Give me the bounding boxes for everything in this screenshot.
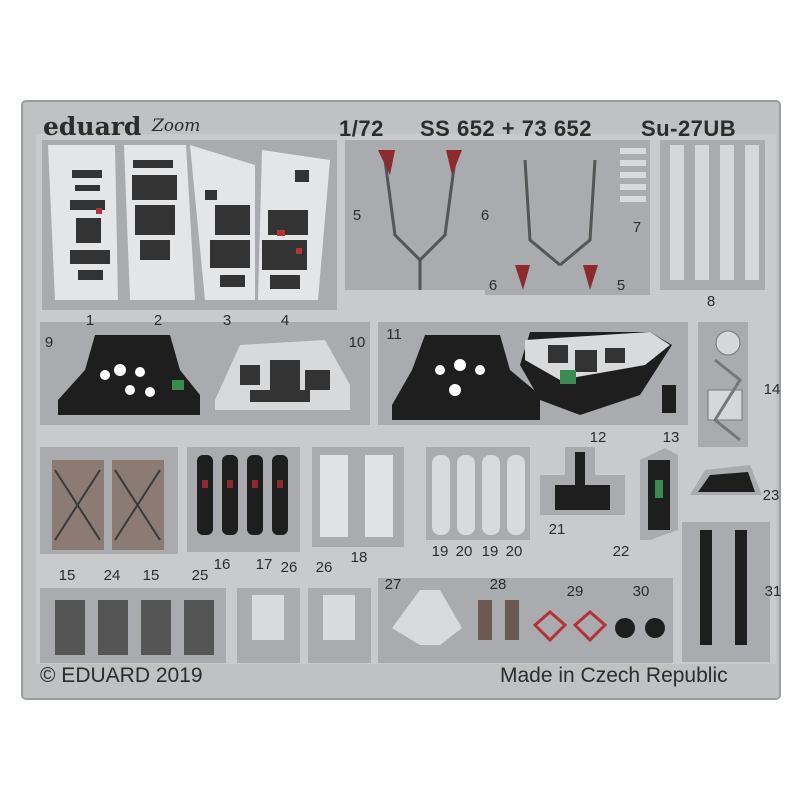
part-group-harness xyxy=(345,140,650,295)
part-number: 5 xyxy=(616,277,626,294)
part-31 xyxy=(682,522,770,662)
country-of-origin: Made in Czech Republic xyxy=(500,664,728,687)
eduard-logo: eduard xyxy=(43,112,142,141)
part-group-side-consoles xyxy=(42,140,337,310)
part-21 xyxy=(540,447,625,515)
part-group-bottom-belts xyxy=(40,588,226,663)
set-codes: SS 652 + 73 652 xyxy=(420,116,593,141)
part-number: 19 xyxy=(481,543,499,560)
part-number: 29 xyxy=(566,583,584,600)
part-11-panel xyxy=(392,335,540,420)
part-group-19-20 xyxy=(426,447,530,540)
part-number: 27 xyxy=(384,576,402,593)
part-group-7-8 xyxy=(615,140,765,290)
part-number: 7 xyxy=(632,219,642,236)
part-number: 15 xyxy=(58,567,76,584)
part-number: 3 xyxy=(222,312,232,329)
part-group-front-panels xyxy=(40,322,370,425)
part-number: 18 xyxy=(350,549,368,566)
zoom-logo: Zoom xyxy=(152,116,201,136)
part-number: 24 xyxy=(103,567,121,584)
part-number: 19 xyxy=(431,543,449,560)
part-number: 10 xyxy=(348,334,366,351)
part-group-rear-panels xyxy=(378,322,688,425)
part-number: 31 xyxy=(764,583,782,600)
copyright: © EDUARD 2019 xyxy=(40,664,203,687)
part-number: 4 xyxy=(280,312,290,329)
part-number: 11 xyxy=(386,326,402,343)
part-number: 20 xyxy=(505,543,523,560)
part-27 xyxy=(392,590,462,645)
part-number: 8 xyxy=(706,293,716,310)
part-number: 9 xyxy=(44,334,54,351)
part-number: 6 xyxy=(488,277,498,294)
part-number: 25 xyxy=(191,567,209,584)
part-9-panel xyxy=(58,335,200,415)
part-number: 6 xyxy=(480,207,490,224)
part-number: 28 xyxy=(489,576,507,593)
part-group-27-30 xyxy=(378,578,673,663)
part-number: 13 xyxy=(662,429,680,446)
part-number: 23 xyxy=(762,487,780,504)
part-number: 21 xyxy=(548,521,566,538)
part-number: 20 xyxy=(455,543,473,560)
part-18 xyxy=(312,447,404,547)
model-name: Su-27UB xyxy=(641,116,737,141)
scale-label: 1/72 xyxy=(339,116,384,141)
part-number: 5 xyxy=(352,207,362,224)
part-group-seats-15-24 xyxy=(40,447,178,554)
part-number: 15 xyxy=(142,567,160,584)
part-number: 30 xyxy=(632,583,650,600)
part-number: 1 xyxy=(85,312,95,329)
part-number: 17 xyxy=(255,556,273,573)
part-number: 16 xyxy=(213,556,231,573)
part-number: 14 xyxy=(763,381,781,398)
part-number: 26 xyxy=(280,559,298,576)
part-14 xyxy=(698,322,748,447)
part-group-16-17 xyxy=(187,447,300,552)
part-group-22-23 xyxy=(640,448,762,540)
part-number: 26 xyxy=(315,559,333,576)
part-group-26 xyxy=(237,588,371,663)
part-number: 22 xyxy=(612,543,630,560)
part-number: 2 xyxy=(153,312,163,329)
part-number: 12 xyxy=(589,429,607,446)
